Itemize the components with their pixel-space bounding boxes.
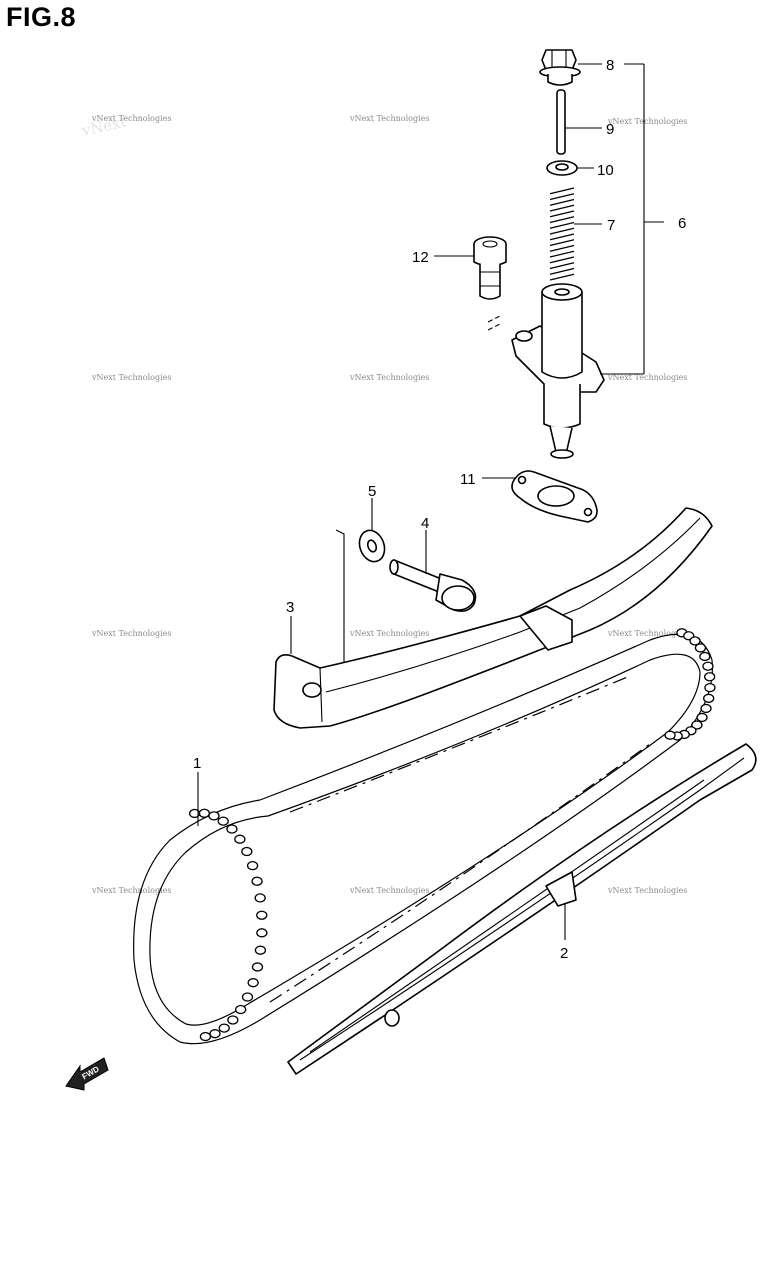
chain-link xyxy=(254,945,267,955)
tensioner-guide-part xyxy=(273,507,713,729)
watermark: vNext Technologies xyxy=(91,886,171,895)
chain-link xyxy=(234,834,246,844)
callouts: 8 9 10 7 6 12 11 5 4 3 1 2 xyxy=(193,57,686,962)
chain-link xyxy=(256,928,268,938)
chain-link xyxy=(218,1023,230,1033)
chain-link xyxy=(704,672,716,682)
callout-5: 5 xyxy=(368,483,376,500)
callout-9: 9 xyxy=(606,121,614,138)
chain-link xyxy=(251,876,263,886)
callout-11: 11 xyxy=(460,471,476,488)
chain-link xyxy=(254,893,266,903)
chain-link xyxy=(702,661,714,671)
watermark: vNext Technologies xyxy=(607,886,687,895)
tensioner-assembly-part xyxy=(487,283,605,459)
chain-link xyxy=(241,846,253,857)
chain-link xyxy=(703,693,715,703)
callout-3: 3 xyxy=(286,599,294,616)
callout-7: 7 xyxy=(607,217,615,234)
callout-1: 1 xyxy=(193,755,201,772)
tensioner-gasket-part xyxy=(511,470,598,523)
chain-link xyxy=(198,808,210,818)
callout-4: 4 xyxy=(421,515,429,532)
chain-link xyxy=(246,860,259,871)
chain-link xyxy=(199,1031,212,1042)
gasket-washer-part xyxy=(546,160,578,176)
fwd-arrow: FWD xyxy=(65,1057,109,1091)
callout-10: 10 xyxy=(597,162,614,179)
chain-link xyxy=(247,978,259,988)
watermark: vNext Technologies xyxy=(91,373,171,382)
chain-link xyxy=(227,1015,239,1025)
bolt-part xyxy=(473,236,507,300)
watermark: vNext Technologies xyxy=(91,114,171,123)
chain-link xyxy=(699,651,711,662)
spring-coil xyxy=(549,187,575,281)
leader-lines xyxy=(197,63,664,940)
chain-link xyxy=(241,992,254,1002)
chain-link xyxy=(696,712,708,723)
watermark: vNext Technologies xyxy=(607,373,687,382)
chain-link xyxy=(209,1029,221,1039)
watermark: vNext Technologies xyxy=(349,114,429,123)
watermark: vNext Technologies xyxy=(91,629,171,638)
watermark: vNext Technologies xyxy=(349,886,429,895)
figure-title: FIG.8 xyxy=(6,2,77,32)
chain-link xyxy=(226,824,238,834)
chain-link xyxy=(217,816,229,826)
watermark: vNext Technologies xyxy=(349,373,429,382)
chain-link xyxy=(691,720,703,730)
push-rod-part xyxy=(556,89,566,155)
cap-bolt-part xyxy=(539,49,581,86)
chain-link xyxy=(700,703,712,714)
chain-link xyxy=(256,910,268,920)
chain-link xyxy=(704,682,716,693)
chain-link xyxy=(235,1004,247,1015)
chain-part xyxy=(133,628,716,1045)
chain-link xyxy=(251,962,264,972)
chain-link xyxy=(188,808,201,819)
callout-8: 8 xyxy=(606,57,614,74)
chain-link xyxy=(689,636,701,646)
watermark: vNext Technologies xyxy=(607,629,687,638)
chain-link xyxy=(208,811,220,821)
callout-6: 6 xyxy=(678,215,686,232)
callout-12: 12 xyxy=(412,249,429,266)
callout-2: 2 xyxy=(560,945,568,962)
chain-link xyxy=(664,730,676,740)
washer-part xyxy=(358,529,386,563)
watermark: vNext Technologies xyxy=(349,629,429,638)
chain-link xyxy=(694,643,707,653)
watermark: vNext Technologies xyxy=(607,117,687,126)
spring-part xyxy=(549,187,575,281)
chain-guide-part xyxy=(287,743,757,1075)
watermarks: vNext vNext Technologies vNext Technolog… xyxy=(79,113,687,895)
guide-bolt-part xyxy=(389,559,477,612)
